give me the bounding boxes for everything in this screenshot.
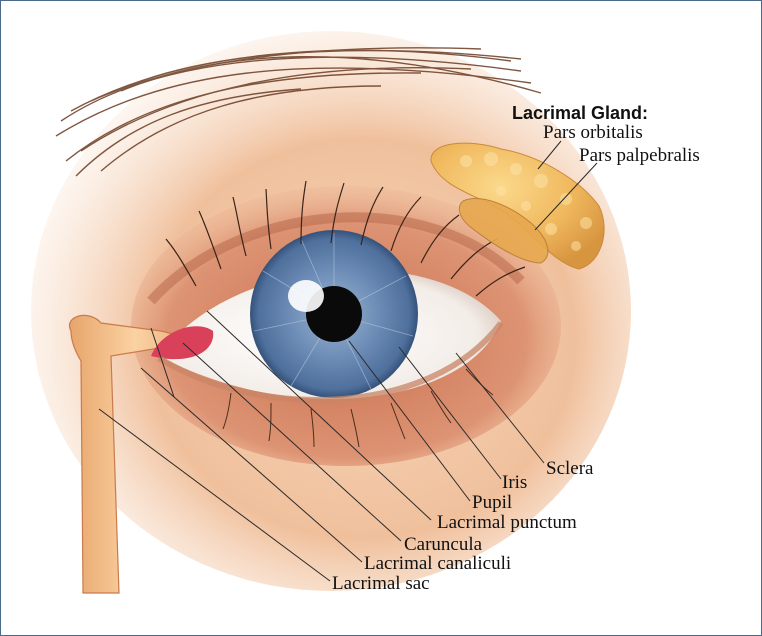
label-pars-orbitalis: Pars orbitalis: [543, 123, 643, 143]
label-pars-palpebralis: Pars palpebralis: [579, 146, 700, 166]
label-lacrimal-punctum: Lacrimal punctum: [437, 513, 577, 533]
label-pupil: Pupil: [472, 493, 512, 513]
iris-highlight: [288, 280, 324, 312]
label-lacrimal-sac: Lacrimal sac: [332, 574, 430, 594]
label-sclera: Sclera: [546, 459, 593, 479]
label-iris: Iris: [502, 473, 527, 493]
label-lacrimal-canaliculi: Lacrimal canaliculi: [364, 554, 511, 574]
label-caruncula: Caruncula: [404, 535, 482, 555]
lacrimal-gland-heading: Lacrimal Gland:: [512, 103, 648, 123]
